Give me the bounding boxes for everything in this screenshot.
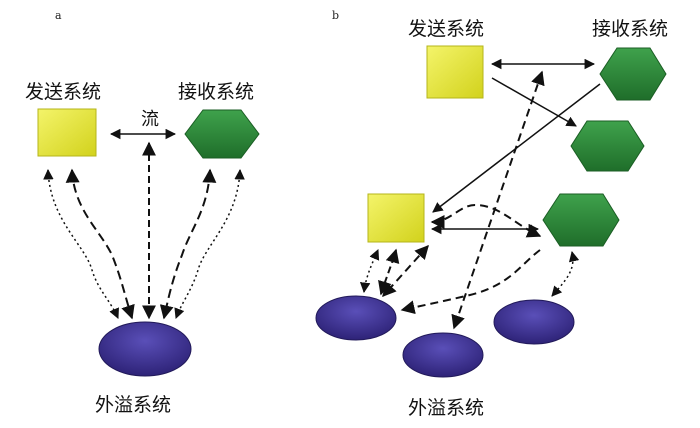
panel-b-receiver-spillover-dotted [551,250,580,297]
panel-b-flow-arrow-2 [491,77,577,127]
panel-b-spillover-label: 外溢系统 [408,397,484,419]
panel-a-label: a [55,9,62,22]
panel-b-sender-label: 发送系统 [408,18,484,40]
panel-b-receiver-node-1 [599,47,667,101]
panel-a-sender-spillover-dashed [65,168,135,320]
panel-a-sender-spillover-dotted [43,168,119,319]
panel-b-spillover-arrow-1 [451,70,545,330]
panel-b-spillover-arrow-2 [430,203,542,238]
panel-b-sender-node-1 [426,45,484,99]
panel-a-receiver-label: 接收系统 [178,81,254,103]
panel-b-sender-spillover-dotted [359,249,380,294]
panel-a-spillover-label: 外溢系统 [95,394,171,416]
panel-b-spillover-node-1 [315,295,397,341]
panel-b-spillover-arrow-4 [400,249,541,315]
panel-a-sender-label: 发送系统 [25,81,101,103]
panel-b-receiver-node-2 [570,120,645,172]
panel-b-receiver-label: 接收系统 [592,18,668,40]
panel-b-receiver-node-3 [542,193,620,247]
panel-a-sender-node [37,108,97,157]
panel-a-receiver-spillover-dotted [174,168,245,319]
panel-a-receiver-spillover-dashed [159,168,217,320]
panel-b-spillover-node-2 [402,332,484,378]
panel-a-receiver-node [184,109,260,159]
panel-b-sender-node-2 [367,193,425,243]
panel-b-spillover-node-3 [493,299,575,345]
panel-b-sender-spillover-dashed [378,248,400,296]
panel-a-flow-label: 流 [141,109,159,130]
panel-a-spillover-node [98,321,192,377]
panel-b-label: b [332,9,339,22]
